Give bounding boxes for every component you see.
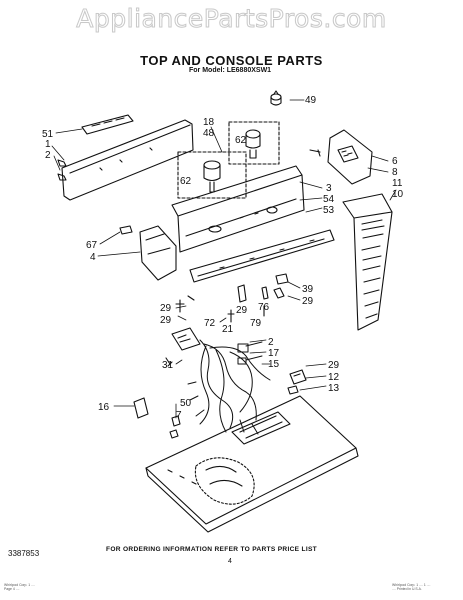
callout-11: 11 xyxy=(392,178,403,189)
callout-17: 2 xyxy=(268,337,274,348)
callout-30: 7 xyxy=(176,410,182,421)
callout-13: 12 xyxy=(328,372,340,383)
callout-4: 4 xyxy=(90,252,96,263)
diagram-title: TOP AND CONSOLE PARTS xyxy=(140,53,323,68)
drawing-number: 3387853 xyxy=(8,549,40,558)
callout-1: 1 xyxy=(45,139,51,150)
console-backguard-part xyxy=(57,119,194,201)
callout-72: 29 xyxy=(160,315,172,326)
harness-clips-part xyxy=(175,273,289,323)
callout-50: 16 xyxy=(98,402,110,413)
callout-62: 62 xyxy=(235,135,247,146)
callout-67: 67 xyxy=(86,240,98,251)
knob-part xyxy=(270,90,282,106)
callout-79: 76 xyxy=(258,302,270,313)
console-end-bracket-part xyxy=(81,114,134,135)
control-panel-part xyxy=(171,165,305,253)
console-support-rail-part xyxy=(189,229,335,283)
fine-print-right-line1: Whirlpool Corp. 1 .... 1 .... xyxy=(392,583,431,587)
callout-62: 62 xyxy=(180,176,192,187)
timer-assembly-part xyxy=(177,151,247,199)
callout-39: 39 xyxy=(302,284,314,295)
ordering-note: FOR ORDERING INFORMATION REFER TO PARTS … xyxy=(106,546,317,553)
callout-10: 10 xyxy=(392,189,404,200)
callout-76: 29 xyxy=(236,305,248,316)
right-end-cap-part xyxy=(309,129,373,185)
callout-7: 50 xyxy=(180,398,192,409)
callout-8: 8 xyxy=(392,167,398,178)
callout-12: 29 xyxy=(328,360,340,371)
callout-29: 29 xyxy=(160,303,172,314)
callout-29: 79 xyxy=(250,318,262,329)
callout-29: 29 xyxy=(302,296,314,307)
callout-labels: 49 18 48 62 62 51 1 2 6 8 11 10 3 54 53 … xyxy=(42,95,404,421)
callout-48: 48 xyxy=(203,128,215,139)
fine-print-right-line2: .... Printed in U.S.A. xyxy=(392,587,422,591)
leader-lines xyxy=(51,99,397,419)
hinge-bracket-part xyxy=(133,397,181,439)
callout-49: 49 xyxy=(305,95,317,106)
dryer-top-panel-part xyxy=(145,395,359,533)
fine-print-left: Whirlpool Corp. 1 .... Page 4 .... xyxy=(4,583,35,591)
model-line: For Model: LE6880XSW1 xyxy=(189,67,272,74)
callout-21: 72 xyxy=(204,318,216,329)
callout-6: 6 xyxy=(392,156,398,167)
fine-print-left-line2: Page 4 .... xyxy=(4,587,20,591)
callout-31: 15 xyxy=(268,359,280,370)
left-end-cap-part xyxy=(119,225,177,281)
fine-print-left-line1: Whirlpool Corp. 1 .... xyxy=(4,583,35,587)
wiring-harness-part xyxy=(187,339,271,435)
watermark: AppliancePartsPros.com xyxy=(76,4,387,34)
callout-16: 13 xyxy=(328,383,340,394)
fine-print-right: Whirlpool Corp. 1 .... 1 .... .... Print… xyxy=(392,583,430,591)
callout-2: 21 xyxy=(222,324,234,335)
page-number: 4 xyxy=(228,558,232,565)
callout-51: 51 xyxy=(42,129,54,140)
door-switch-part xyxy=(287,369,307,395)
callout-29: 31 xyxy=(162,360,174,371)
callout-53: 53 xyxy=(323,205,335,216)
lint-screen-part xyxy=(342,193,393,331)
callout-2: 2 xyxy=(45,150,51,161)
switch-assembly-part xyxy=(228,121,280,165)
callout-54: 54 xyxy=(323,194,335,205)
terminal-block-part xyxy=(165,327,201,367)
callout-15: 17 xyxy=(268,348,280,359)
callout-18: 18 xyxy=(203,117,215,128)
callout-3: 3 xyxy=(326,183,332,194)
